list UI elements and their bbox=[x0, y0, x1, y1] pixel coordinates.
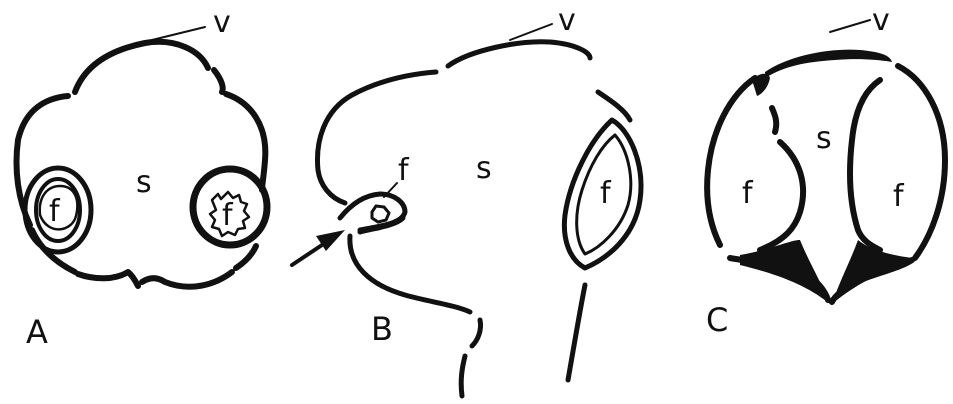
panel-a-s-label: s bbox=[136, 165, 152, 200]
panel-a-label: A bbox=[26, 313, 48, 351]
panel-c-v-label: v bbox=[872, 3, 890, 38]
panel-c: v s f f C bbox=[706, 3, 945, 339]
panel-c-v-leader bbox=[830, 20, 870, 32]
panel-a-f-right-label: f bbox=[222, 198, 234, 233]
panel-b-v-label: v bbox=[558, 3, 576, 38]
panel-c-f-right-label: f bbox=[893, 179, 905, 214]
panel-a-v-label: v bbox=[213, 5, 231, 40]
panel-c-f-left-label: f bbox=[742, 176, 754, 211]
panel-b-v-leader bbox=[510, 24, 552, 40]
panel-b-f-small-label: f bbox=[398, 153, 410, 188]
panel-a-v-leader bbox=[152, 27, 205, 40]
panel-b-f-large-label: f bbox=[600, 176, 612, 211]
panel-c-s-label: s bbox=[816, 121, 832, 156]
panel-b-arrow-icon bbox=[292, 230, 345, 265]
panel-b-small-lens bbox=[372, 206, 389, 222]
panel-c-label: C bbox=[706, 301, 728, 339]
panel-b-label: B bbox=[371, 310, 393, 348]
panel-b: v s f f B bbox=[292, 3, 641, 396]
panel-b-s-label: s bbox=[476, 151, 492, 186]
panel-c-right-wedge bbox=[832, 240, 912, 304]
panel-a: v s f f A bbox=[17, 5, 268, 351]
panel-a-f-left-label: f bbox=[49, 194, 61, 229]
panel-c-left-wedge bbox=[740, 240, 830, 304]
panel-b-outline bbox=[317, 42, 630, 396]
panel-c-roof bbox=[765, 50, 892, 78]
